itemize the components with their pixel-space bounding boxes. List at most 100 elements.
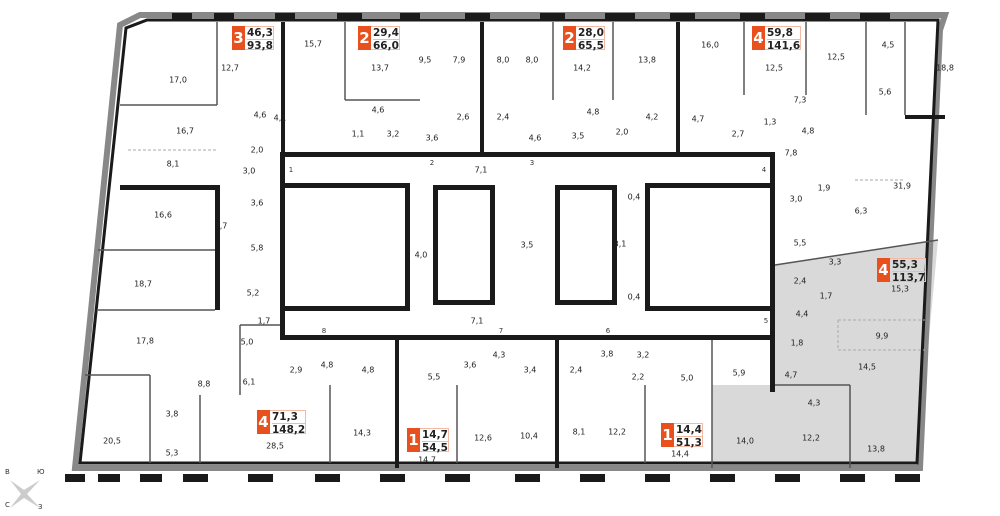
room-area-label: 2,4 — [496, 112, 510, 122]
door-number: 8 — [321, 327, 327, 335]
room-area-label: 3,6 — [463, 360, 477, 370]
room-area-label: 2,0 — [250, 145, 264, 155]
room-area-label: 18,8 — [936, 63, 954, 73]
room-area-label: 3,4 — [523, 365, 537, 375]
room-area-label: 5,5 — [427, 372, 441, 382]
total-area: 54,5 — [422, 442, 448, 454]
room-area-label: 14,7 — [418, 455, 436, 465]
room-area-label: 10,4 — [520, 431, 538, 441]
room-area-label: 9,9 — [875, 331, 889, 341]
room-area-label: 17,0 — [169, 75, 187, 85]
room-area-label: 15,3 — [891, 284, 909, 294]
room-area-label: 3,2 — [386, 129, 400, 139]
room-area-label: 3,8 — [165, 409, 179, 419]
room-area-label: 4,3 — [807, 398, 821, 408]
room-area-label: 12,6 — [474, 433, 492, 443]
room-area-label: 4,8 — [586, 107, 600, 117]
door-number: 3 — [529, 159, 535, 167]
room-area-label: 4,3 — [492, 350, 506, 360]
wall-piers — [65, 13, 920, 482]
room-area-label: 17,8 — [136, 336, 154, 346]
room-area-label: 3,1 — [613, 239, 627, 249]
room-area-label: 1,3 — [763, 117, 777, 127]
room-area-label: 8,1 — [166, 159, 180, 169]
total-area: 51,3 — [676, 437, 702, 449]
room-area-label: 8,0 — [525, 55, 539, 65]
room-area-label: 13,8 — [638, 55, 656, 65]
room-area-label: 3,0 — [242, 166, 256, 176]
room-area-label: 7,8 — [784, 148, 798, 158]
room-area-label: 4,7 — [784, 370, 798, 380]
room-area-label: 5,0 — [240, 337, 254, 347]
room-area-label: 4,6 — [253, 110, 267, 120]
room-area-label: 5,8 — [250, 243, 264, 253]
room-area-label: 4,8 — [320, 360, 334, 370]
door-number: 7 — [498, 327, 504, 335]
room-area-label: 15,7 — [304, 39, 322, 49]
room-area-label: 4,1 — [273, 113, 287, 123]
total-area: 113,7 — [892, 272, 926, 284]
zone-lines — [128, 149, 925, 351]
rooms-count: 4 — [877, 258, 890, 282]
room-area-label: 8,8 — [197, 379, 211, 389]
rooms-count: 3 — [232, 26, 245, 50]
room-area-label: 8,0 — [496, 55, 510, 65]
rooms-count: 4 — [752, 26, 765, 50]
living-area: 71,3 — [272, 411, 306, 424]
door-number: 2 — [429, 159, 435, 167]
room-area-label: 4,8 — [801, 126, 815, 136]
room-area-label: 9,5 — [418, 55, 432, 65]
room-area-label: 3,5 — [571, 131, 585, 141]
room-area-label: 28,5 — [266, 441, 284, 451]
room-area-label: 3,3 — [828, 257, 842, 267]
room-area-label: 14,5 — [858, 362, 876, 372]
room-area-label: 4,8 — [361, 365, 375, 375]
room-area-label: 4,6 — [371, 105, 385, 115]
room-area-label: 12,2 — [802, 433, 820, 443]
rooms-count: 4 — [257, 410, 270, 434]
living-area: 14,7 — [422, 429, 448, 442]
room-area-label: 16,0 — [701, 40, 719, 50]
room-area-label: 2,0 — [615, 127, 629, 137]
room-area-label: 2,4 — [569, 365, 583, 375]
room-area-label: 7,1 — [474, 165, 488, 175]
room-area-label: 1,9 — [817, 183, 831, 193]
living-area: 55,3 — [892, 259, 926, 272]
room-area-label: 5,9 — [732, 368, 746, 378]
total-area: 141,6 — [767, 40, 801, 52]
room-area-label: 5,3 — [165, 448, 179, 458]
total-area: 65,5 — [578, 40, 604, 52]
living-area: 14,4 — [676, 424, 702, 437]
rooms-count: 1 — [407, 428, 420, 452]
highlighted-apartment — [712, 240, 938, 468]
room-area-label: 7,9 — [452, 55, 466, 65]
room-area-label: 18,7 — [134, 279, 152, 289]
room-area-label: 3,6 — [250, 198, 264, 208]
room-area-label: 31,9 — [893, 181, 911, 191]
room-area-label: 16,7 — [176, 126, 194, 136]
room-area-label: 2,4 — [793, 276, 807, 286]
room-area-label: 4,2 — [645, 112, 659, 122]
room-area-label: 2,7 — [731, 129, 745, 139]
room-area-label: 7,3 — [793, 95, 807, 105]
room-area-label: 12,5 — [765, 63, 783, 73]
room-area-label: 3,5 — [520, 240, 534, 250]
total-area: 66,0 — [373, 40, 399, 52]
room-area-label: 12,2 — [608, 427, 626, 437]
room-area-label: 7,1 — [470, 316, 484, 326]
total-area: 148,2 — [272, 424, 306, 436]
room-area-label: 1,1 — [351, 129, 365, 139]
room-area-label: 5,6 — [878, 87, 892, 97]
room-area-label: 16,6 — [154, 210, 172, 220]
living-area: 59,8 — [767, 27, 801, 40]
rooms-count: 1 — [661, 423, 674, 447]
